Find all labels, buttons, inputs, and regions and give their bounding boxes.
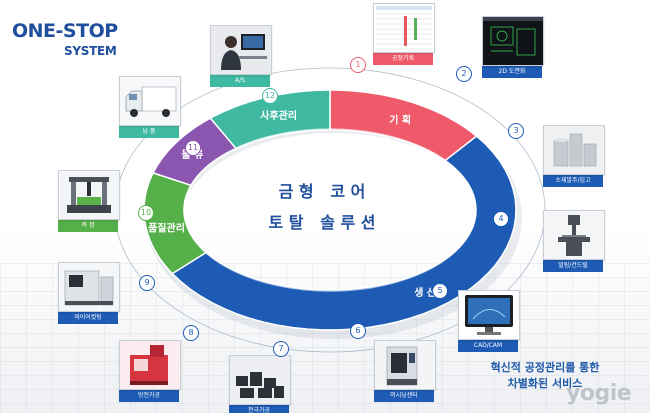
monitor-icon — [458, 290, 520, 340]
step-card-wirecut: 와이어컷팅 — [58, 262, 120, 324]
wire-cut-machine-icon — [58, 262, 120, 312]
segment-aftercare — [209, 89, 331, 150]
step-caption-drawing: 2D 도면화 — [482, 66, 542, 78]
step-number-10: 10 — [138, 205, 154, 221]
step-card-milling: 밀링/건드릴 — [543, 210, 605, 272]
material-blocks-icon — [543, 125, 605, 175]
cad-drawing-icon — [482, 16, 544, 66]
segment-planning-label: 기 획 — [389, 113, 411, 126]
step-card-planning: 공정기획 — [373, 3, 435, 65]
edm-machine-icon — [119, 340, 181, 390]
tagline-line1: 혁신적 공정관리를 통한 — [490, 361, 600, 374]
step-card-machining: 머시닝센터 — [374, 340, 436, 402]
step-caption-measuring: 측 정 — [58, 220, 118, 232]
watermark-logo: yogie — [566, 381, 632, 406]
segment-aftercare-label: 사후관리 — [260, 109, 297, 122]
operator-icon — [210, 25, 272, 75]
spreadsheet-icon — [373, 3, 435, 53]
step-number-4: 4 — [493, 211, 509, 227]
step-number-11: 11 — [185, 140, 201, 156]
step-card-drawing: 2D 도면화 — [482, 16, 544, 78]
step-caption-machining: 머시닝센터 — [374, 390, 434, 402]
truck-icon — [119, 76, 181, 126]
step-number-8: 8 — [183, 325, 199, 341]
step-number-7: 7 — [273, 341, 289, 357]
step-number-6: 6 — [350, 323, 366, 339]
step-number-5: 5 — [432, 283, 448, 299]
milling-machine-icon — [543, 210, 605, 260]
step-number-12: 12 — [262, 88, 278, 104]
step-caption-electrode: 전극가공 — [229, 405, 289, 413]
ring-inner-edge — [183, 128, 477, 292]
step-card-delivery: 납 품 — [119, 76, 181, 138]
step-caption-material: 소재발주/입고 — [543, 175, 603, 187]
step-card-measuring: 측 정 — [58, 170, 120, 232]
step-caption-planning: 공정기획 — [373, 53, 433, 65]
tagline-line2: 차별화된 서비스 — [507, 377, 583, 390]
center-title-line1: 금 형 코 어 — [279, 182, 366, 201]
step-caption-edm: 방전가공 — [119, 390, 179, 402]
step-caption-after-service: A/S — [210, 75, 270, 87]
step-card-after-service: A/S — [210, 25, 272, 87]
brand-title: ONE-STOP — [12, 20, 118, 42]
step-card-edm: 방전가공 — [119, 340, 181, 402]
step-number-9: 9 — [139, 275, 155, 291]
step-card-electrode: 전극가공 — [229, 355, 291, 413]
segment-production-label: 생 산 — [414, 286, 437, 299]
step-number-3: 3 — [508, 123, 524, 139]
segment-quality-label: 품질관리 — [148, 221, 185, 234]
step-caption-delivery: 납 품 — [119, 126, 179, 138]
step-caption-cadcam: CAD/CAM — [458, 340, 518, 352]
brand-subtitle: SYSTEM — [64, 44, 117, 58]
step-number-1: 1 — [350, 57, 366, 73]
step-caption-wirecut: 와이어컷팅 — [58, 312, 118, 324]
step-caption-milling: 밀링/건드릴 — [543, 260, 603, 272]
machining-center-icon — [374, 340, 436, 390]
step-number-2: 2 — [456, 66, 472, 82]
electrode-parts-icon — [229, 355, 291, 405]
cmm-machine-icon — [58, 170, 120, 220]
step-card-material: 소재발주/입고 — [543, 125, 605, 187]
center-title-line2: 토 탈 솔 루 션 — [268, 213, 375, 232]
step-card-cadcam: CAD/CAM — [458, 290, 520, 352]
